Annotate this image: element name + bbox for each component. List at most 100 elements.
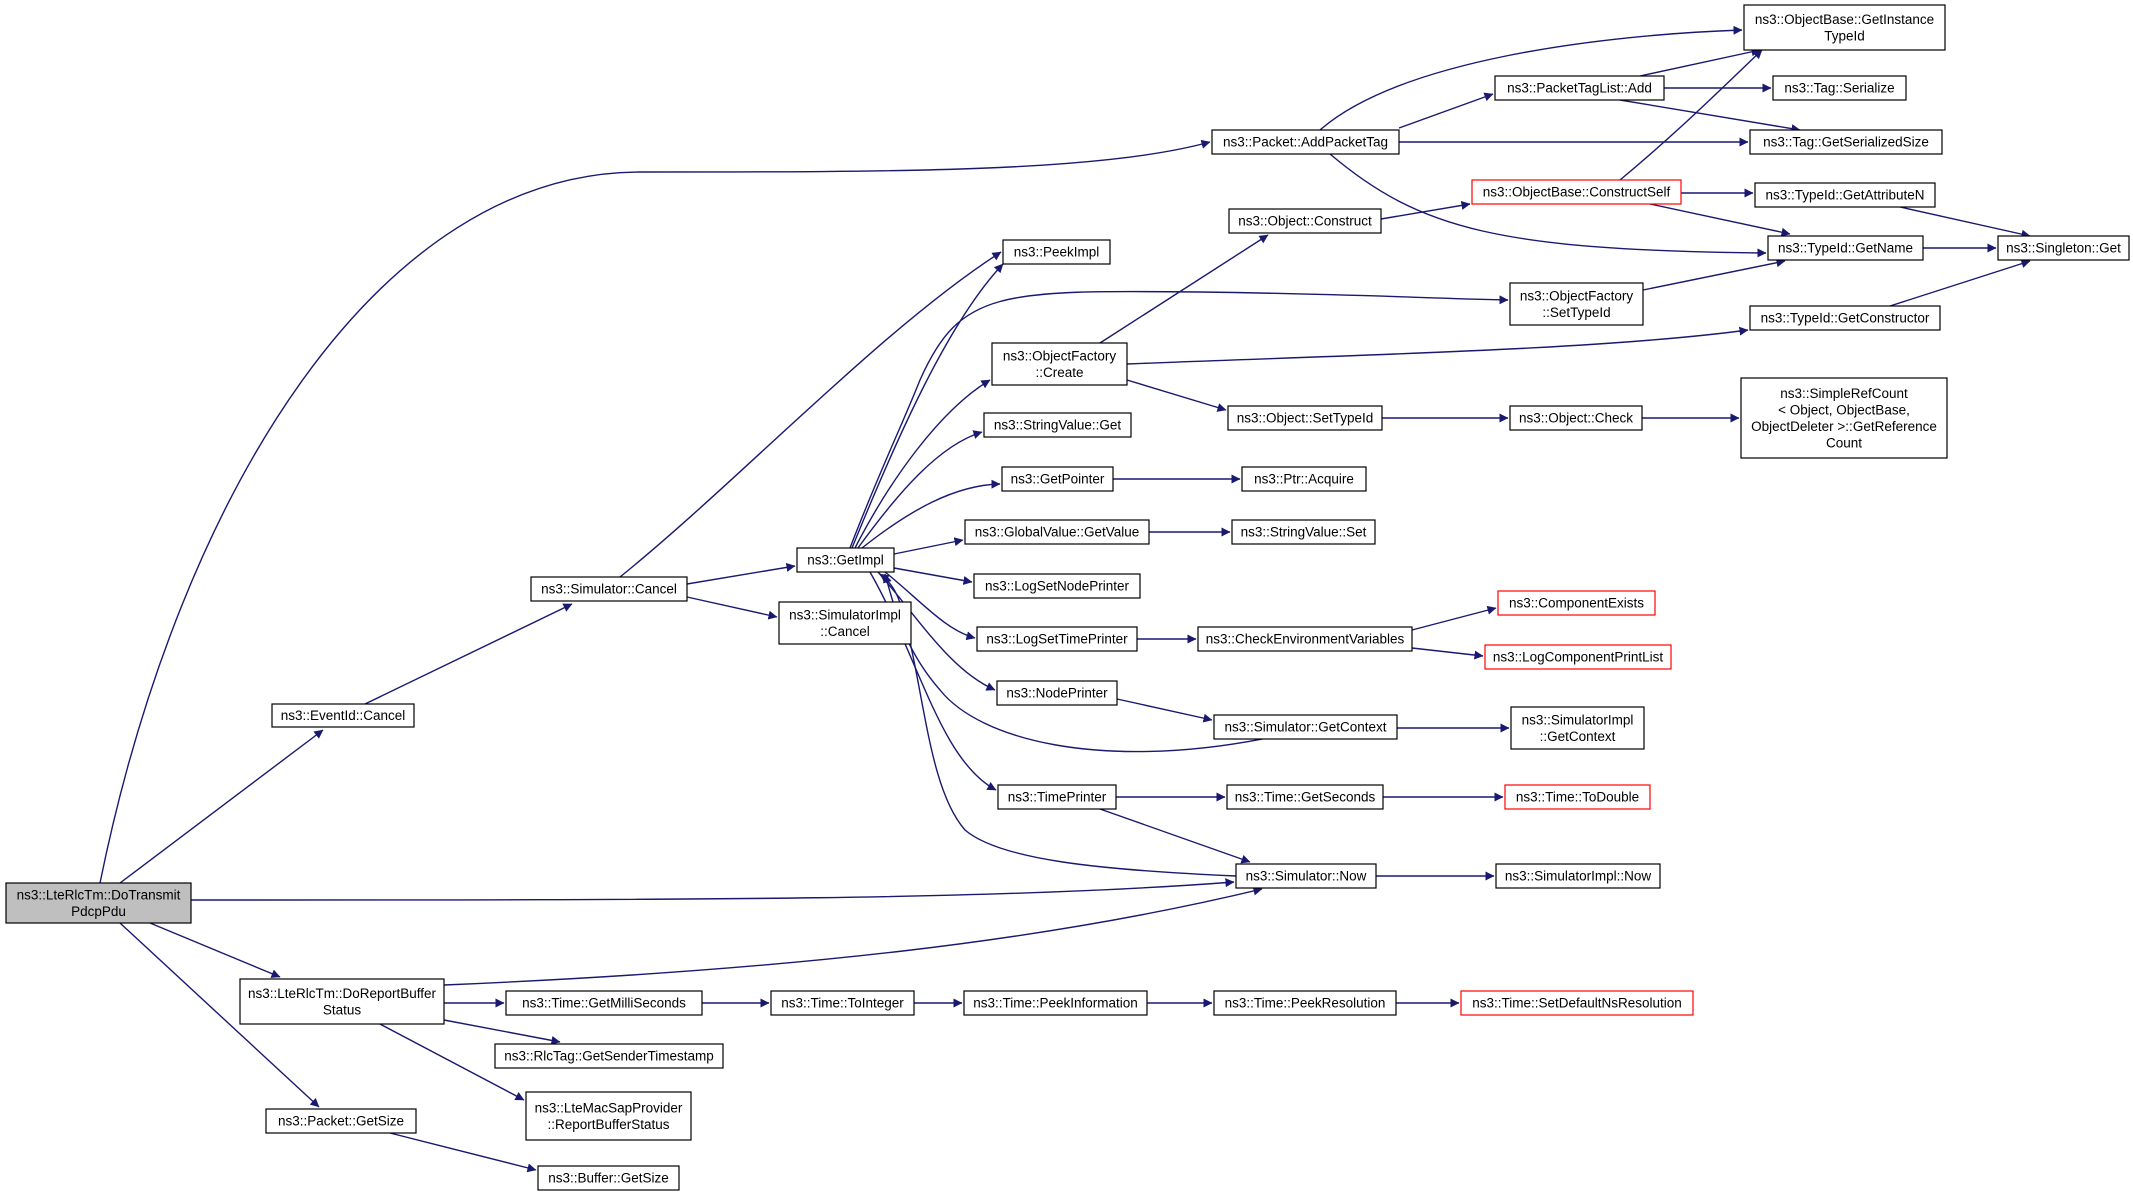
node-eventid-cancel[interactable]: ns3::EventId::Cancel	[271, 703, 415, 728]
node-label: ::GetContext	[1540, 729, 1616, 744]
node-label: ns3::LogSetTimePrinter	[986, 632, 1128, 647]
node-label: PdcpPdu	[71, 904, 126, 919]
edge-root-to-doreportbufferstatus	[149, 922, 281, 978]
edge-checkenv-to-componentexists	[1411, 605, 1497, 631]
node-timeprinter[interactable]: ns3::TimePrinter	[997, 784, 1117, 810]
node-box	[1211, 129, 1400, 155]
edge-of_create-to-object_settypeid	[1126, 379, 1227, 412]
node-sim-now[interactable]: ns3::Simulator::Now	[1235, 863, 1377, 889]
node-singleton-get[interactable]: ns3::Singleton::Get	[1997, 235, 2130, 261]
node-typeid-getconstructor[interactable]: ns3::TypeId::GetConstructor	[1749, 305, 1941, 331]
node-box	[1213, 990, 1397, 1016]
node-label: ns3::Time::GetMilliSeconds	[522, 996, 686, 1011]
node-box	[1504, 784, 1651, 810]
node-componentexists[interactable]: ns3::ComponentExists	[1497, 590, 1656, 616]
node-object-check[interactable]: ns3::Object::Check	[1509, 405, 1643, 431]
node-logsettimeprinter[interactable]: ns3::LogSetTimePrinter	[976, 626, 1138, 652]
node-time-tointeger[interactable]: ns3::Time::ToInteger	[770, 990, 915, 1016]
node-label: ns3::SimpleRefCount	[1780, 386, 1908, 401]
node-simimpl-now[interactable]: ns3::SimulatorImpl::Now	[1495, 863, 1661, 889]
node-object-settypeid[interactable]: ns3::Object::SetTypeId	[1227, 405, 1383, 431]
node-of-create[interactable]: ns3::ObjectFactory::Create	[991, 342, 1128, 386]
edge-packet_addpackettag-to-typeid_getname	[1329, 153, 1767, 258]
node-box	[1213, 714, 1398, 740]
edge-getimpl-to-logsetnodeprinter	[893, 567, 973, 585]
edge-getimpl-to-of_settypeid	[849, 290, 1509, 549]
node-label: ns3::PeekImpl	[1014, 245, 1100, 260]
node-objectbase-constructself[interactable]: ns3::ObjectBase::ConstructSelf	[1471, 179, 1682, 205]
node-sim-getcontext[interactable]: ns3::Simulator::GetContext	[1213, 714, 1398, 740]
node-typeid-getattributen[interactable]: ns3::TypeId::GetAttributeN	[1754, 182, 1936, 208]
node-label: ns3::ObjectBase::ConstructSelf	[1483, 185, 1671, 200]
node-time-setdefaultnsresolution[interactable]: ns3::Time::SetDefaultNsResolution	[1460, 990, 1694, 1016]
node-ltemacsapprovider[interactable]: ns3::LteMacSapProvider::ReportBufferStat…	[525, 1091, 692, 1141]
node-box	[1460, 990, 1694, 1016]
edge-of_create-to-typeid_getconstructor	[1126, 326, 1749, 365]
node-typeid-getname[interactable]: ns3::TypeId::GetName	[1767, 235, 1924, 261]
node-gv-getvalue[interactable]: ns3::GlobalValue::GetValue	[964, 519, 1150, 545]
node-object-construct[interactable]: ns3::Object::Construct	[1228, 208, 1382, 234]
node-box	[1226, 784, 1384, 810]
node-box	[991, 342, 1128, 386]
node-box	[1497, 590, 1656, 616]
node-box	[1494, 75, 1665, 101]
node-box	[265, 1108, 417, 1134]
node-logsetnodeprinter[interactable]: ns3::LogSetNodePrinter	[973, 573, 1141, 599]
node-simplerefcount[interactable]: ns3::SimpleRefCount< Object, ObjectBase,…	[1740, 377, 1948, 459]
node-box	[1510, 706, 1645, 750]
node-box	[530, 576, 688, 602]
edge-packet_getsize-to-buffer_getsize	[389, 1132, 537, 1173]
node-packettaglist-add[interactable]: ns3::PacketTagList::Add	[1494, 75, 1665, 101]
node-box	[1241, 466, 1367, 492]
node-simimpl-cancel[interactable]: ns3::SimulatorImpl::Cancel	[778, 601, 912, 645]
node-label: ns3::Time::ToInteger	[781, 996, 904, 1011]
node-label: ::SetTypeId	[1542, 305, 1610, 320]
node-label: ObjectDeleter >::GetReference	[1751, 419, 1937, 434]
edge-getimpl-to-gv_getvalue	[893, 537, 964, 555]
node-time-todouble[interactable]: ns3::Time::ToDouble	[1504, 784, 1651, 810]
node-getpointer[interactable]: ns3::GetPointer	[1001, 466, 1114, 492]
node-label: ns3::ObjectFactory	[1520, 288, 1634, 303]
node-time-getmilliseconds[interactable]: ns3::Time::GetMilliSeconds	[505, 990, 703, 1016]
node-label: ns3::Simulator::Now	[1246, 869, 1367, 884]
node-rlctag-getsendertimestamp[interactable]: ns3::RlcTag::GetSenderTimestamp	[494, 1043, 724, 1069]
node-tag-serialize[interactable]: ns3::Tag::Serialize	[1772, 75, 1907, 101]
node-time-peekresolution[interactable]: ns3::Time::PeekResolution	[1213, 990, 1397, 1016]
node-packet-getsize[interactable]: ns3::Packet::GetSize	[265, 1108, 417, 1134]
node-getimpl[interactable]: ns3::GetImpl	[796, 547, 895, 573]
node-ptr-acquire[interactable]: ns3::Ptr::Acquire	[1241, 466, 1367, 492]
edge-getimpl-to-logsettimeprinter	[884, 571, 976, 641]
node-box	[271, 703, 415, 728]
node-time-getseconds[interactable]: ns3::Time::GetSeconds	[1226, 784, 1384, 810]
node-of-settypeid[interactable]: ns3::ObjectFactory::SetTypeId	[1509, 282, 1644, 326]
node-time-peekinformation[interactable]: ns3::Time::PeekInformation	[963, 990, 1148, 1016]
node-checkenv[interactable]: ns3::CheckEnvironmentVariables	[1197, 626, 1413, 652]
node-nodeprinter[interactable]: ns3::NodePrinter	[996, 680, 1118, 706]
node-label: ns3::Packet::GetSize	[278, 1114, 404, 1129]
node-label: ns3::LteMacSapProvider	[535, 1100, 683, 1115]
node-box	[1997, 235, 2130, 261]
node-logcomponentprintlist[interactable]: ns3::LogComponentPrintList	[1484, 644, 1672, 670]
edge-packettaglist_add-to-tag_getserializedsize	[1619, 99, 1801, 134]
node-box	[239, 978, 445, 1025]
node-label: ns3::StringValue::Get	[994, 418, 1122, 433]
node-peekimpl[interactable]: ns3::PeekImpl	[1002, 239, 1111, 265]
edge-getimpl-to-of_create	[854, 379, 991, 549]
node-sim-cancel[interactable]: ns3::Simulator::Cancel	[530, 576, 688, 602]
edge-nodeprinter-to-sim_getcontext	[1116, 698, 1213, 723]
node-tag-getserializedsize[interactable]: ns3::Tag::GetSerializedSize	[1749, 129, 1943, 155]
node-stringvalue-get[interactable]: ns3::StringValue::Get	[983, 412, 1132, 438]
node-label: ns3::Tag::Serialize	[1784, 81, 1894, 96]
node-box	[1509, 282, 1644, 326]
node-stringvalue-set[interactable]: ns3::StringValue::Set	[1231, 519, 1376, 545]
node-packet-addpackettag[interactable]: ns3::Packet::AddPacketTag	[1211, 129, 1400, 155]
node-simimpl-getcontext[interactable]: ns3::SimulatorImpl::GetContext	[1510, 706, 1645, 750]
node-buffer-getsize[interactable]: ns3::Buffer::GetSize	[537, 1165, 680, 1191]
node-label: ns3::StringValue::Set	[1241, 525, 1367, 540]
node-box	[964, 519, 1150, 545]
node-label: ns3::GetPointer	[1011, 472, 1105, 487]
edge-sim_cancel-to-simimpl_cancel	[686, 596, 778, 620]
edge-getimpl-to-stringvalue_get	[857, 430, 983, 549]
